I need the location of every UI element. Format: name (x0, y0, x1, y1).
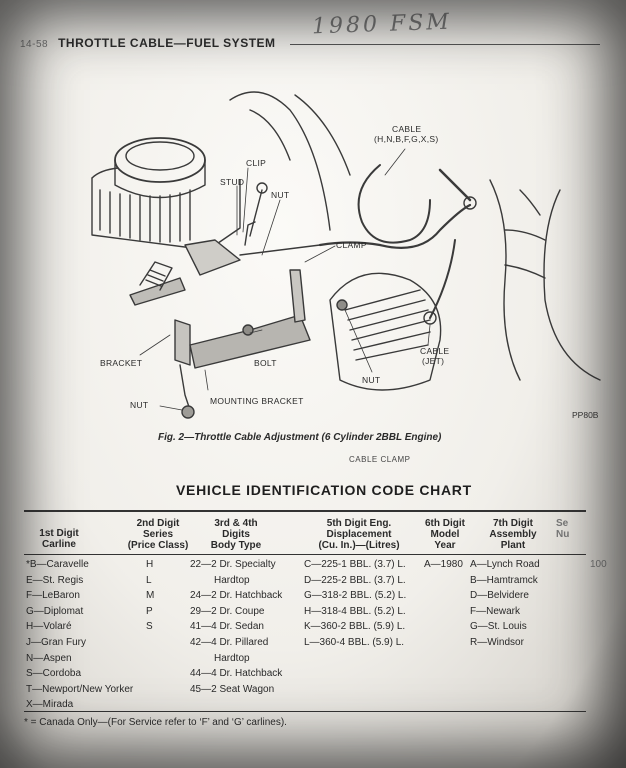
list-item: S (146, 621, 153, 633)
list-item: X—Mirada (26, 699, 74, 711)
callout-cable: CABLE (392, 124, 422, 134)
list-item: S—Cordoba (26, 668, 82, 680)
callout-cable-jet: CABLE (420, 346, 450, 356)
section-title: THROTTLE CABLE—FUEL SYSTEM (58, 36, 276, 50)
list-item: F—Newark (470, 605, 521, 617)
callout-cable-codes: (H,N,B,F,G,X,S) (374, 134, 439, 144)
list-item: F—LeBaron (26, 590, 80, 602)
list-item: G—Diplomat (26, 605, 84, 617)
list-item: A—Lynch Road (470, 559, 540, 570)
page-number: 14-58 (20, 39, 49, 50)
list-item: D—Belvidere (470, 590, 529, 602)
list-item: G—318-2 BBL. (5.2) L. (304, 590, 407, 602)
chart-title: VEHICLE IDENTIFICATION CODE CHART (176, 482, 472, 498)
list-item: *B—Caravelle (26, 559, 89, 570)
callout-mounting-bracket: MOUNTING BRACKET (210, 396, 304, 406)
list-item: B—Hamtramck (470, 574, 538, 586)
list-item: Hardtop (214, 574, 250, 586)
table-header-rule (24, 554, 586, 555)
callout-nut-center: NUT (362, 375, 381, 385)
callout-cable-jet-sub: (JET) (422, 356, 445, 366)
list-item: H—318-4 BBL. (5.2) L. (304, 605, 406, 617)
body-type-list: 22—2 Dr. Specialty Hardtop 24—2 Dr. Hatc… (190, 557, 282, 697)
list-item: C—225-1 BBL. (3.7) L. (304, 559, 406, 570)
list-item: 44—4 Dr. Hatchback (190, 668, 283, 680)
list-item: R—Windsor (470, 636, 524, 648)
page-header: 14-58 THROTTLE CABLE—FUEL SYSTEM (20, 36, 276, 50)
callout-clip: CLIP (246, 158, 267, 168)
table-top-rule (24, 510, 586, 512)
engine-list: C—225-1 BBL. (3.7) L. D—225-2 BBL. (3.7)… (304, 557, 406, 651)
list-item: H—Volaré (26, 621, 72, 633)
callout-bolt: BOLT (254, 358, 277, 368)
figure-code: PP80B (572, 410, 599, 420)
sequence-partial-list: 100 (590, 557, 607, 573)
header-rule (290, 44, 600, 45)
callout-nut-top: NUT (271, 190, 290, 200)
callout-bracket: BRACKET (100, 358, 143, 368)
list-item: N—Aspen (26, 652, 72, 664)
model-year-list: A—1980 (424, 557, 463, 573)
list-item: L (146, 574, 152, 586)
list-item: 22—2 Dr. Specialty (190, 559, 276, 570)
list-item: T—Newport/New Yorker (26, 683, 134, 695)
list-item: 29—2 Dr. Coupe (190, 605, 265, 617)
column-header-engine: 5th Digit Eng.Displacement(Cu. In.)—(Lit… (318, 518, 400, 551)
list-item: M (146, 590, 155, 602)
callout-clamp: CLAMP (336, 240, 367, 250)
list-item: P (146, 605, 153, 617)
plant-list: A—Lynch Road B—Hamtramck D—Belvidere F—N… (470, 557, 540, 651)
list-item: L—360-4 BBL. (5.9) L. (304, 636, 405, 648)
list-item: K—360-2 BBL. (5.9) L. (304, 621, 406, 633)
list-item: G—St. Louis (470, 621, 527, 633)
list-item: E—St. Regis (26, 574, 84, 586)
list-item: Hardtop (214, 652, 250, 664)
list-item: 42—4 Dr. Pillared (190, 636, 269, 648)
figure-caption: Fig. 2—Throttle Cable Adjustment (6 Cyli… (158, 432, 442, 443)
list-item: H (146, 559, 154, 570)
list-item: 24—2 Dr. Hatchback (190, 590, 283, 602)
list-item: 45—2 Seat Wagon (190, 683, 275, 695)
footnote: * = Canada Only—(For Service refer to ‘F… (24, 717, 287, 728)
throttle-cable-illustration (91, 91, 601, 419)
list-item: 100 (590, 559, 607, 570)
carline-list: *B—Caravelle E—St. Regis F—LeBaron G—Dip… (26, 557, 133, 713)
callout-stud: STUD (220, 177, 245, 187)
list-item: J—Gran Fury (26, 636, 87, 648)
table-bottom-rule (24, 711, 586, 712)
list-item: A—1980 (424, 559, 463, 570)
list-item: D—225-2 BBL. (3.7) L. (304, 574, 406, 586)
cut-off-label: CABLE CLAMP (349, 455, 411, 464)
series-list: H L M P S (146, 557, 154, 635)
list-item: 41—4 Dr. Sedan (190, 621, 264, 633)
callout-nut-bottom: NUT (130, 400, 149, 410)
